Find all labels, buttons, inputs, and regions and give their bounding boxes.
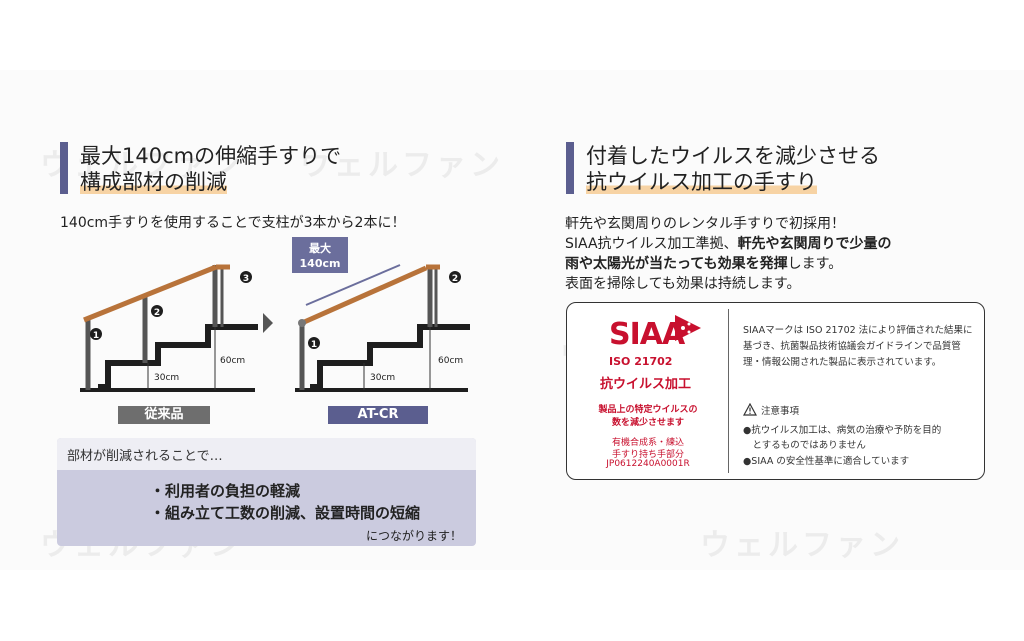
post-badge-label: 2 [154, 308, 160, 318]
heading-accent-bar [60, 142, 68, 194]
summary-item: ・利用者の負担の軽減 [150, 482, 301, 500]
summary-foot: につながります！ [365, 529, 462, 543]
left-lead-text: 140cm手すりを使用することで支柱が3本から2本に！ [60, 215, 406, 231]
siaa-note: ●SIAA の安全性基準に適合しています [743, 456, 910, 467]
watermark: ウェルファン [700, 528, 904, 563]
post-badge-label: 1 [93, 331, 99, 341]
siaa-red-text: 有機合成系・練込 [611, 438, 684, 448]
siaa-iso: ISO 21702 [609, 355, 673, 368]
post-badge-label: 1 [311, 340, 317, 350]
siaa-certification-box: SIAA ISO 21702 抗ウイルス加工 製品上の特定ウイルスの 数を減少さ… [566, 302, 985, 480]
watermark: ウェルファン [300, 148, 504, 183]
max-length-label-2: 140cm [300, 257, 341, 270]
step-height-30: 30cm [370, 373, 395, 383]
tag-old-product: 従来品 [118, 406, 210, 424]
max-length-label-1: 最大 [309, 241, 331, 255]
siaa-red-text: 製品上の特定ウイルスの [598, 405, 698, 415]
summary-head: 部材が削減されることで… [57, 438, 476, 470]
right-text-line3-a: 雨や太陽光が当たっても効果を発揮 [565, 256, 788, 272]
siaa-mark-icon [675, 315, 701, 341]
step-height-60: 60cm [220, 356, 245, 366]
arrow-right-icon [263, 313, 273, 333]
siaa-antiviral-label: 抗ウイルス加工 [600, 377, 692, 392]
left-heading-line1: 最大140cmの伸縮手すりで [80, 144, 342, 168]
summary-head-text: 部材が削減されることで… [67, 449, 223, 464]
right-heading-line1: 付着したウイルスを減少させる [586, 144, 880, 168]
right-text-line4: 表面を掃除しても効果は持続します。 [565, 276, 801, 292]
step-height-30: 30cm [154, 373, 179, 383]
heading-accent-bar [566, 142, 574, 194]
right-text-line2-a: SIAA抗ウイルス加工準拠、 [565, 236, 738, 252]
summary-box: 部材が削減されることで… ・利用者の負担の軽減 ・組み立て工数の削減、設置時間の… [57, 438, 476, 546]
right-text-line1: 軒先や玄関周りのレンタル手すりで初採用！ [565, 216, 845, 232]
post-badge [308, 337, 320, 349]
post-badge-label: 2 [452, 274, 458, 284]
siaa-red-text: 手すり持ち手部分 [611, 450, 684, 460]
siaa-red-text: 数を減少させます [611, 418, 684, 428]
length-arrow [305, 264, 401, 306]
right-text-line2: SIAA抗ウイルス加工準拠、軒先や玄関周りで少量の [565, 233, 892, 253]
siaa-caution-title: 注意事項 [761, 406, 800, 417]
right-text-line3-b: します。 [787, 256, 843, 272]
siaa-note: とするものではありません [743, 440, 866, 451]
max-length-label-box [292, 237, 348, 273]
post-badge-label: 3 [243, 274, 249, 284]
siaa-logo: SIAA [609, 317, 685, 352]
right-heading-line2: 抗ウイルス加工の手すり [586, 168, 817, 196]
siaa-note: ●抗ウイルス加工は、病気の治療や予防を目的 [743, 425, 942, 436]
siaa-red-text: JP0612240A0001R [606, 459, 690, 469]
right-text-line3: 雨や太陽光が当たっても効果を発揮します。 [565, 253, 842, 273]
tag-at-cr: AT-CR [328, 406, 428, 424]
step-height-60: 60cm [438, 356, 463, 366]
siaa-description: SIAAマークは ISO 21702 法により評価された結果に基づき、抗菌製品技… [743, 325, 973, 368]
right-text-line2-b: 軒先や玄関周りで少量の [737, 236, 892, 252]
post-badge [90, 328, 102, 340]
siaa-divider [728, 309, 729, 473]
post-badge [151, 305, 163, 317]
left-heading-line2: 構成部材の削減 [80, 168, 227, 196]
handrail-diagram: 1 2 3 30cm 60cm 1 2 30cm 60cm 最大 140cm [80, 237, 470, 392]
post-badge [449, 271, 461, 283]
post-badge [240, 271, 252, 283]
warning-icon [743, 403, 757, 416]
summary-item: ・組み立て工数の削減、設置時間の短縮 [150, 504, 421, 522]
